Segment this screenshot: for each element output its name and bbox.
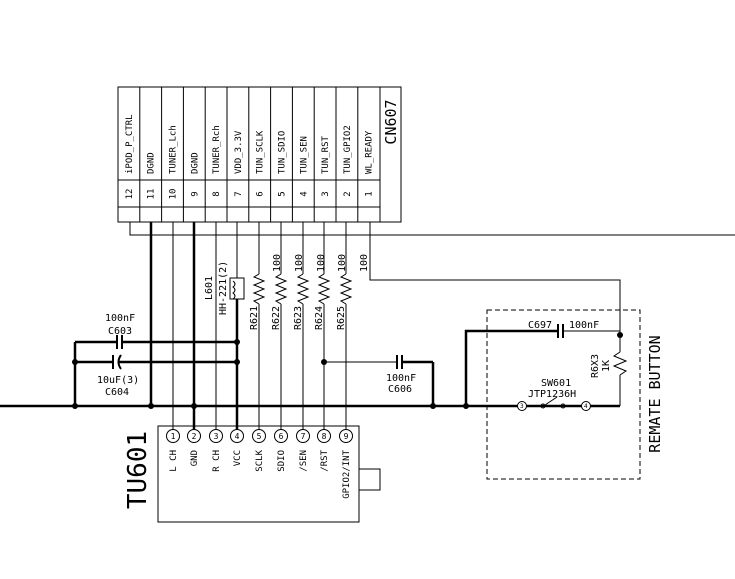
- connector-signal-label: TUNER_Rch: [212, 125, 222, 174]
- connector-signal-label: VDD_3.3V: [234, 130, 244, 174]
- resistor-value: 100: [337, 254, 348, 272]
- tuner-pin-number: 6: [279, 432, 284, 441]
- resistor-value: 100: [272, 254, 283, 272]
- resistor-body: [296, 273, 310, 305]
- remote-title: REMATE BUTTON: [646, 335, 664, 452]
- tuner-pin-number: 3: [214, 432, 219, 441]
- capacitor-c606: 100nF C606: [324, 355, 433, 395]
- connector-pin-number: 4: [299, 191, 309, 196]
- c603-value: 100nF: [105, 313, 135, 324]
- r693-ref: R6X3: [590, 354, 601, 378]
- connector-pin-number: 10: [169, 189, 179, 200]
- sw-pin-b: 4: [584, 403, 588, 410]
- connector-pin-number: 12: [125, 189, 135, 200]
- sw-pin-a: 3: [520, 403, 524, 410]
- tuner-pin-number: 2: [192, 432, 197, 441]
- tuner-pin: [339, 429, 353, 443]
- resistor-ref: R621: [249, 306, 260, 330]
- inductor-part: HH-221(2): [218, 261, 229, 315]
- connector-signal-label: TUN_SEN: [299, 136, 309, 174]
- resistor-ref: R625: [336, 306, 347, 330]
- connector-ref: CN607: [382, 99, 400, 144]
- connector-signal-label: TUNER_Lch: [169, 125, 179, 174]
- tuner-pin: [209, 429, 223, 443]
- capacitor-c603: 100nF C603: [75, 313, 237, 349]
- c604-value: 10uF(3): [97, 375, 139, 386]
- resistor-value: 100: [316, 254, 327, 272]
- connector-pin-number: 7: [234, 191, 244, 196]
- c604-ref: C604: [105, 387, 129, 398]
- inductor-ref: L601: [204, 276, 215, 300]
- connector-pin-number: 1: [365, 191, 375, 196]
- tuner-pin-name: GND: [190, 450, 200, 466]
- resistor-body: [339, 273, 353, 305]
- tuner-pin: [166, 429, 180, 443]
- connector-pin-number: 2: [343, 191, 353, 196]
- connector-signal-label: TUN_GPIO2: [343, 125, 353, 174]
- tuner-pin-name: GPIO2/INT: [342, 449, 352, 498]
- tuner-pin: [274, 429, 288, 443]
- connector-signal-label: TUN_SCLK: [256, 130, 266, 174]
- sw601-ref: SW601: [541, 378, 571, 389]
- tuner-pin: [230, 429, 244, 443]
- resistor-value: 100: [359, 254, 370, 272]
- signal-wires: [149, 222, 347, 431]
- tuner-pin-number: 5: [257, 432, 262, 441]
- ground-bus: [0, 329, 621, 408]
- tuner-pin-name: SDIO: [277, 450, 287, 472]
- r693-value: 1K: [601, 360, 612, 372]
- tuner-pin-name: /RST: [320, 449, 330, 471]
- c697-value: 100nF: [569, 320, 599, 331]
- remote-button-block: C697 100nF R6X3 1K 3 4 SW601 JTP1236H RE…: [486, 309, 664, 480]
- tuner-pin: [317, 429, 331, 443]
- tuner-pin-number: 4: [235, 432, 240, 441]
- tuner-pin-name: VCC: [233, 450, 243, 466]
- resistor-value: 100: [294, 254, 305, 272]
- connector-signal-label: TUN_SDIO: [278, 131, 288, 174]
- connector-pin-number: 6: [256, 191, 266, 196]
- connector-signal-label: WL_READY: [365, 130, 375, 174]
- connector-pin-number: 8: [212, 191, 222, 196]
- resistor-body: [252, 273, 266, 305]
- c603-ref: C603: [108, 326, 132, 337]
- resistor-body: [317, 273, 331, 305]
- connector-signal-label: DGND: [190, 152, 200, 174]
- connector-cn607: iPOD_P_CTRL12DGND11TUNER_Lch10DGND9TUNER…: [117, 86, 402, 223]
- connector-signal-label: DGND: [147, 152, 157, 174]
- resistor-ref: R622: [271, 306, 282, 330]
- connector-signal-label: TUN_RST: [321, 135, 331, 174]
- tuner-pin-name: SCLK: [255, 449, 265, 471]
- tuner-pin: [187, 429, 201, 443]
- tuner-pin-name: /SEN: [299, 450, 309, 472]
- tuner-pin-number: 8: [322, 432, 327, 441]
- tuner-ref: TU601: [123, 431, 153, 509]
- resistor-body: [274, 273, 288, 305]
- c697-ref: C697: [528, 320, 552, 331]
- resistor-ref: R623: [293, 306, 304, 330]
- connector-pin-number: 11: [147, 189, 157, 200]
- resistor-ref: R624: [314, 306, 325, 330]
- tuner-pin-number: 9: [344, 432, 349, 441]
- tuner-pin-number: 1: [171, 432, 176, 441]
- junction-dots: [72, 332, 623, 409]
- c606-value: 100nF: [386, 373, 416, 384]
- inductor-l601: L601 HH-221(2): [204, 261, 245, 315]
- tuner-pin-name: L CH: [169, 450, 179, 472]
- capacitor-c604: 10uF(3) C604: [75, 354, 237, 398]
- connector-pin-number: 5: [278, 191, 288, 196]
- connector-signal-label: iPOD_P_CTRL: [125, 114, 135, 174]
- connector-pin-number: 3: [321, 191, 331, 196]
- tuner-pin: [252, 429, 266, 443]
- sw601-part: JTP1236H: [528, 389, 576, 400]
- tuner-pin: [296, 429, 310, 443]
- tuner-pin-name: R CH: [212, 450, 222, 472]
- tuner-pin-number: 7: [301, 432, 306, 441]
- c606-ref: C606: [388, 384, 412, 395]
- connector-pin-number: 9: [190, 191, 200, 196]
